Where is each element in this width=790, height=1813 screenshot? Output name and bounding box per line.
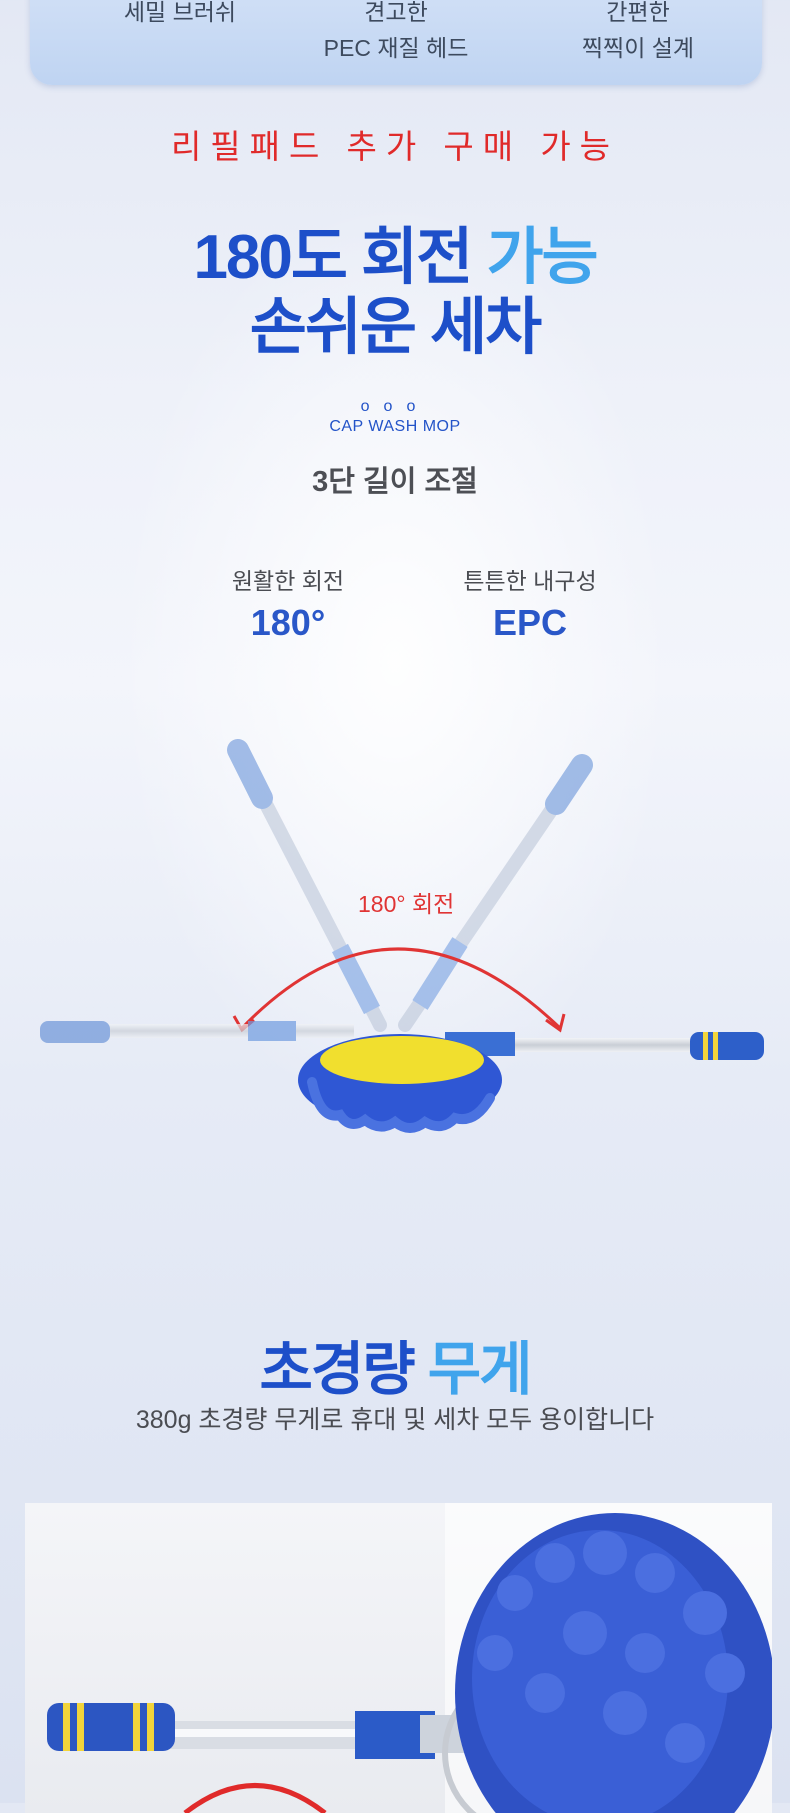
rotation-label: 180° 회전: [358, 891, 455, 917]
feature-3-line1: 간편한: [606, 0, 670, 25]
spec-durability-label: 튼튼한 내구성: [463, 568, 597, 594]
headline-line1: 180도 회전 가능: [0, 224, 790, 292]
weight-subtitle: 380g 초경량 무게로 휴대 및 세차 모두 용이합니다: [135, 1406, 655, 1434]
mop-handle-left-flat: [40, 1021, 354, 1043]
feature-3-line2: 찍찍이 설계: [581, 35, 695, 61]
rotation-arc-icon: [240, 947, 562, 1030]
feature-2: 견고한 PEC 재질 헤드: [296, 0, 496, 66]
feature-3: 간편한 찍찍이 설계: [538, 0, 738, 66]
feature-2-line2: PEC 재질 헤드: [323, 35, 469, 61]
feature-2-line1: 견고한: [364, 0, 428, 25]
headline-part-c: 가능: [486, 223, 598, 292]
spec-durability: 튼튼한 내구성 EPC: [420, 562, 640, 644]
headline-line2: 손쉬운 세차: [249, 293, 542, 362]
spec-durability-value: EPC: [492, 602, 568, 643]
mop-photo: [25, 1503, 772, 1813]
background-glow: [95, 160, 695, 1160]
weight-title: 초경량 무게: [0, 1322, 790, 1406]
spec-rotation: 원활한 회전 180°: [178, 562, 398, 644]
feature-card: 세밀 브러쉬 견고한 PEC 재질 헤드 간편한 찍찍이 설계: [30, 0, 762, 85]
mop-head: [298, 1034, 502, 1133]
headline-part-b: 회전: [361, 223, 487, 292]
spec-rotation-value: 180°: [250, 602, 326, 643]
decor-dots: ooo: [360, 398, 430, 415]
spec-rotation-label: 원활한 회전: [231, 568, 345, 594]
length-adjust-label: 3단 길이 조절: [312, 466, 478, 498]
weight-title-a: 초경량: [259, 1337, 428, 1402]
brand-tag: CAP WASH MOP: [329, 418, 461, 435]
headline-part-a: 180도: [193, 223, 362, 292]
mop-handle-right-tilted: [398, 754, 593, 1032]
weight-title-b: 무게: [427, 1337, 533, 1402]
mop-photo-illustration: [47, 1503, 772, 1813]
mop-illustration: [40, 739, 764, 1133]
feature-1: 세밀 브러쉬: [80, 0, 280, 30]
refill-note: 리필패드 추가 구매 가능: [170, 128, 620, 165]
feature-1-line1: 세밀 브러쉬: [123, 0, 237, 25]
